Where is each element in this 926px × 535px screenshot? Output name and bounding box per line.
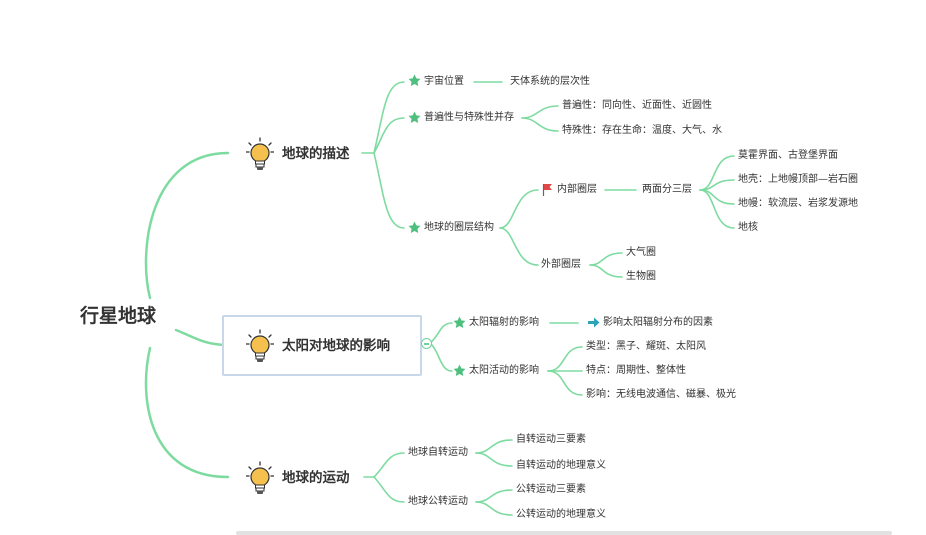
subtopic[interactable]: 外部圈层: [541, 259, 581, 270]
subtopic[interactable]: 地球的圈层结构: [424, 222, 494, 233]
leaf-topic[interactable]: 公转运动三要素: [516, 484, 586, 495]
leaf-topic[interactable]: 大气圈: [626, 247, 656, 258]
star-icon: [408, 111, 421, 123]
root-topic[interactable]: 行星地球: [80, 305, 157, 327]
leaf-topic[interactable]: 普遍性：同向性、近面性、近圆性: [562, 100, 712, 111]
leaf-topic[interactable]: 地幔：软流层、岩浆发源地: [738, 198, 858, 209]
leaf-topic[interactable]: 特殊性：存在生命：温度、大气、水: [562, 125, 722, 136]
leaf-topic[interactable]: 类型：黑子、耀斑、太阳风: [586, 341, 706, 352]
connector-root-motion: [144, 346, 230, 479]
flag-icon: [542, 184, 552, 196]
subtopic[interactable]: 地球公转运动: [408, 496, 468, 507]
leaf-topic[interactable]: 天体系统的层次性: [510, 76, 590, 87]
lightbulb-icon: [246, 137, 274, 170]
leaf-topic[interactable]: 生物圈: [626, 271, 656, 282]
leaf-topic[interactable]: 影响太阳辐射分布的因素: [603, 317, 713, 328]
subtopic[interactable]: 两面分三层: [642, 184, 692, 195]
main-topic-motion[interactable]: 地球的运动: [282, 470, 350, 486]
arrow-right-icon: [588, 317, 600, 328]
leaf-topic[interactable]: 自转运动三要素: [516, 434, 586, 445]
star-icon: [453, 316, 466, 328]
subtopic[interactable]: 宇宙位置: [424, 76, 464, 87]
leaf-topic[interactable]: 地核: [738, 222, 758, 233]
subtopic[interactable]: 太阳活动的影响: [469, 365, 539, 376]
subtopic[interactable]: 地球自转运动: [408, 447, 468, 458]
subtopic[interactable]: 内部圈层: [557, 184, 597, 195]
horizontal-scrollbar[interactable]: [236, 531, 892, 535]
leaf-topic[interactable]: 特点：周期性、整体性: [586, 365, 686, 376]
subtopic[interactable]: 太阳辐射的影响: [469, 317, 539, 328]
leaf-topic[interactable]: 莫霍界面、古登堡界面: [738, 150, 838, 161]
leaf-topic[interactable]: 公转运动的地理意义: [516, 509, 606, 520]
lightbulb-icon: [246, 461, 274, 494]
leaf-topic[interactable]: 自转运动的地理意义: [516, 460, 606, 471]
connector-root-description: [144, 151, 230, 300]
main-topic-sun[interactable]: 太阳对地球的影响: [282, 338, 390, 354]
main-topic-description[interactable]: 地球的描述: [282, 146, 350, 162]
star-icon: [408, 221, 421, 233]
collapse-toggle-icon[interactable]: [421, 338, 432, 349]
star-icon: [408, 74, 421, 86]
lightbulb-icon: [246, 329, 274, 362]
connector-root-sun: [174, 328, 230, 347]
subtopic[interactable]: 普遍性与特殊性并存: [424, 112, 514, 123]
leaf-topic[interactable]: 影响：无线电波通信、磁暴、极光: [586, 389, 736, 400]
leaf-topic[interactable]: 地壳：上地幔顶部—岩石圈: [738, 174, 858, 185]
star-icon: [453, 364, 466, 376]
